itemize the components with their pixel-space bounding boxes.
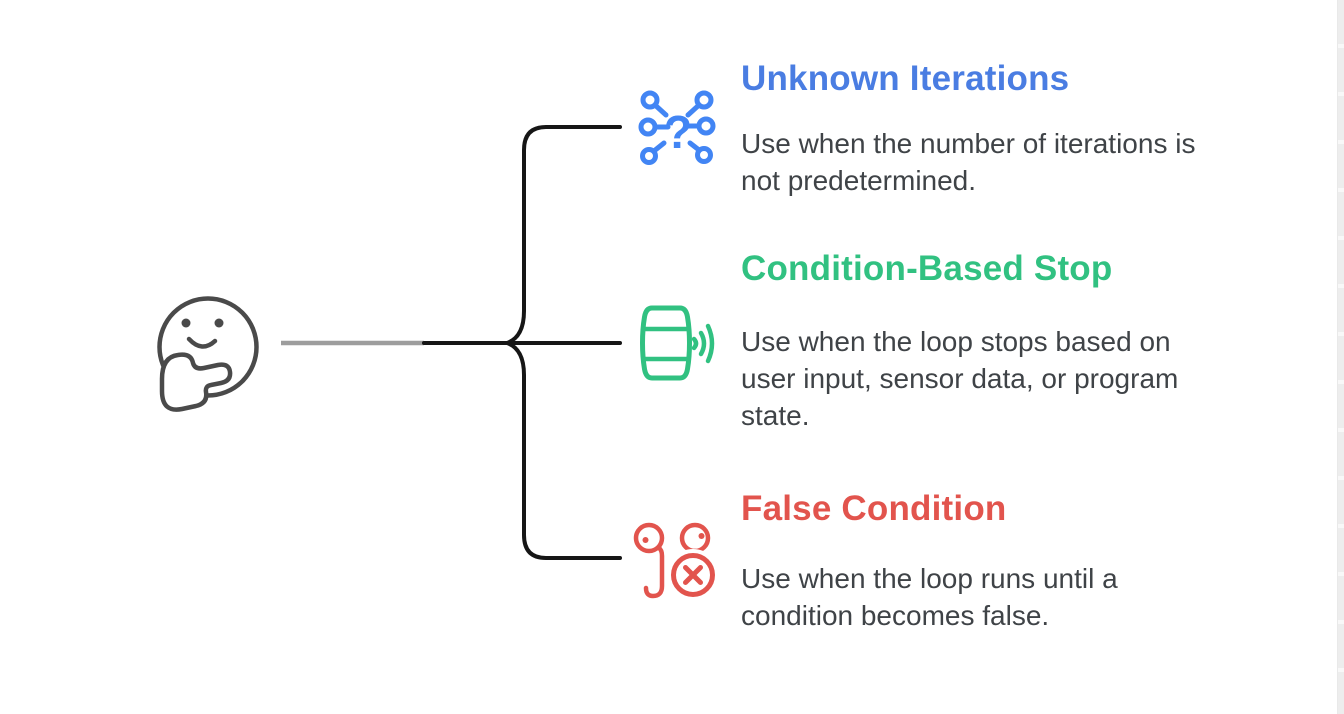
right-panel-edge	[1337, 0, 1344, 714]
question-network-icon: ?	[638, 90, 716, 165]
branch-description: Use when the loop runs until a condition…	[741, 563, 1118, 631]
root-node-thinking-face[interactable]	[148, 293, 268, 428]
question-mark-glyph: ?	[664, 106, 692, 158]
earbuds-cancel-icon	[633, 522, 719, 601]
brace-connector	[501, 125, 622, 560]
branch-node-unknown-iterations[interactable]: Unknown Iterations Use when the number o…	[741, 57, 1261, 199]
left-eye-dot	[181, 318, 191, 328]
branch-description: Use when the number of iterations is not…	[741, 128, 1196, 196]
branch-node-false-condition[interactable]: False Condition Use when the loop runs u…	[741, 487, 1261, 634]
branch-title: Condition-Based Stop	[741, 249, 1113, 288]
sensor-signal-icon	[640, 305, 715, 381]
right-eye-dot	[214, 318, 224, 328]
frown-mouth	[186, 336, 218, 349]
branch-node-condition-based-stop[interactable]: Condition-Based Stop Use when the loop s…	[741, 247, 1261, 434]
thinking-face-icon	[157, 296, 259, 412]
branch-title: False Condition	[741, 489, 1007, 528]
branch-description: Use when the loop stops based on user in…	[741, 326, 1179, 431]
branch-title: Unknown Iterations	[741, 59, 1070, 98]
thinking-hand	[159, 352, 233, 412]
